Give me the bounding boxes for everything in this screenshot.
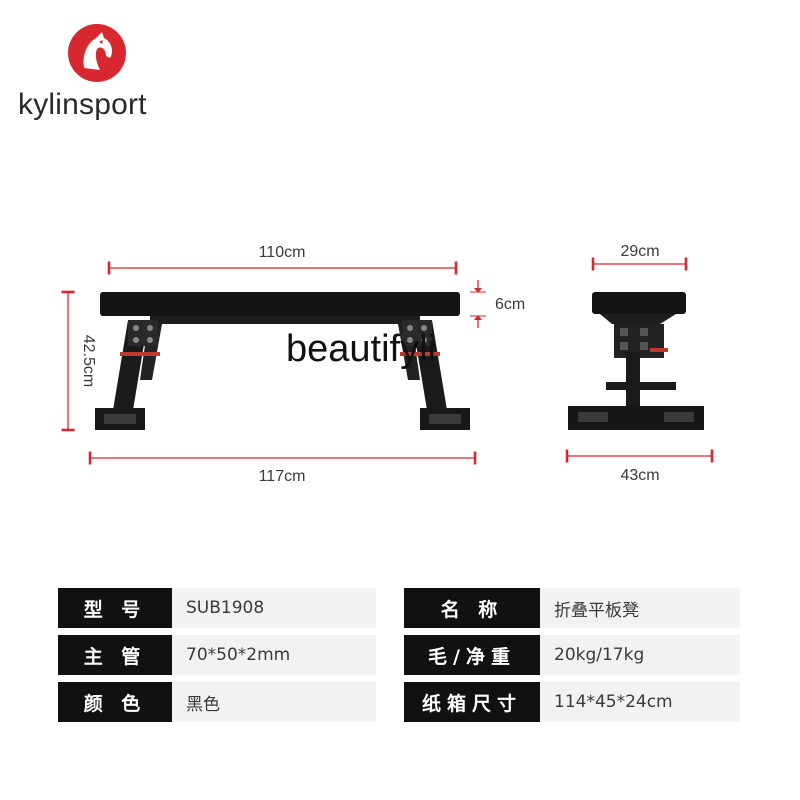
spec-table: 型 号 SUB1908 名 称 折叠平板凳 主 管 70*50*2mm 毛/净重…: [58, 588, 740, 729]
pad-thickness-label: 6cm: [495, 296, 525, 313]
top-width-label: 29cm: [620, 243, 659, 260]
base-length-label: 117cm: [259, 468, 306, 485]
spec-row: 主 管 70*50*2mm 毛/净重 20kg/17kg: [58, 635, 740, 675]
spec-label: 毛/净重: [404, 635, 540, 675]
spec-label: 型 号: [58, 588, 172, 628]
brand-logo: kylinsport: [14, 22, 164, 122]
spec-value: 70*50*2mm: [172, 635, 376, 675]
horse-logo-icon: [68, 24, 126, 82]
spec-value: 20kg/17kg: [540, 635, 740, 675]
bench-dimension-drawing: 110cm 6cm 42.5cm 117cm 29cm 43cm: [61, 243, 714, 485]
spec-value: SUB1908: [172, 588, 376, 628]
height-label: 42.5cm: [80, 335, 97, 387]
bench-side-view: [568, 292, 704, 430]
top-length-label: 110cm: [259, 244, 306, 261]
spec-label: 名 称: [404, 588, 540, 628]
spec-value: 114*45*24cm: [540, 682, 740, 722]
spec-value: 折叠平板凳: [540, 588, 740, 628]
bench-front-view: [95, 292, 470, 430]
watermark-text: beautifyli: [286, 328, 436, 370]
spec-value: 黑色: [172, 682, 376, 722]
spec-row: 颜 色 黑色 纸箱尺寸 114*45*24cm: [58, 682, 740, 722]
spec-label: 纸箱尺寸: [404, 682, 540, 722]
spec-row: 型 号 SUB1908 名 称 折叠平板凳: [58, 588, 740, 628]
base-width-label: 43cm: [620, 467, 659, 484]
spec-label: 颜 色: [58, 682, 172, 722]
brand-name: kylinsport: [18, 88, 147, 121]
spec-label: 主 管: [58, 635, 172, 675]
